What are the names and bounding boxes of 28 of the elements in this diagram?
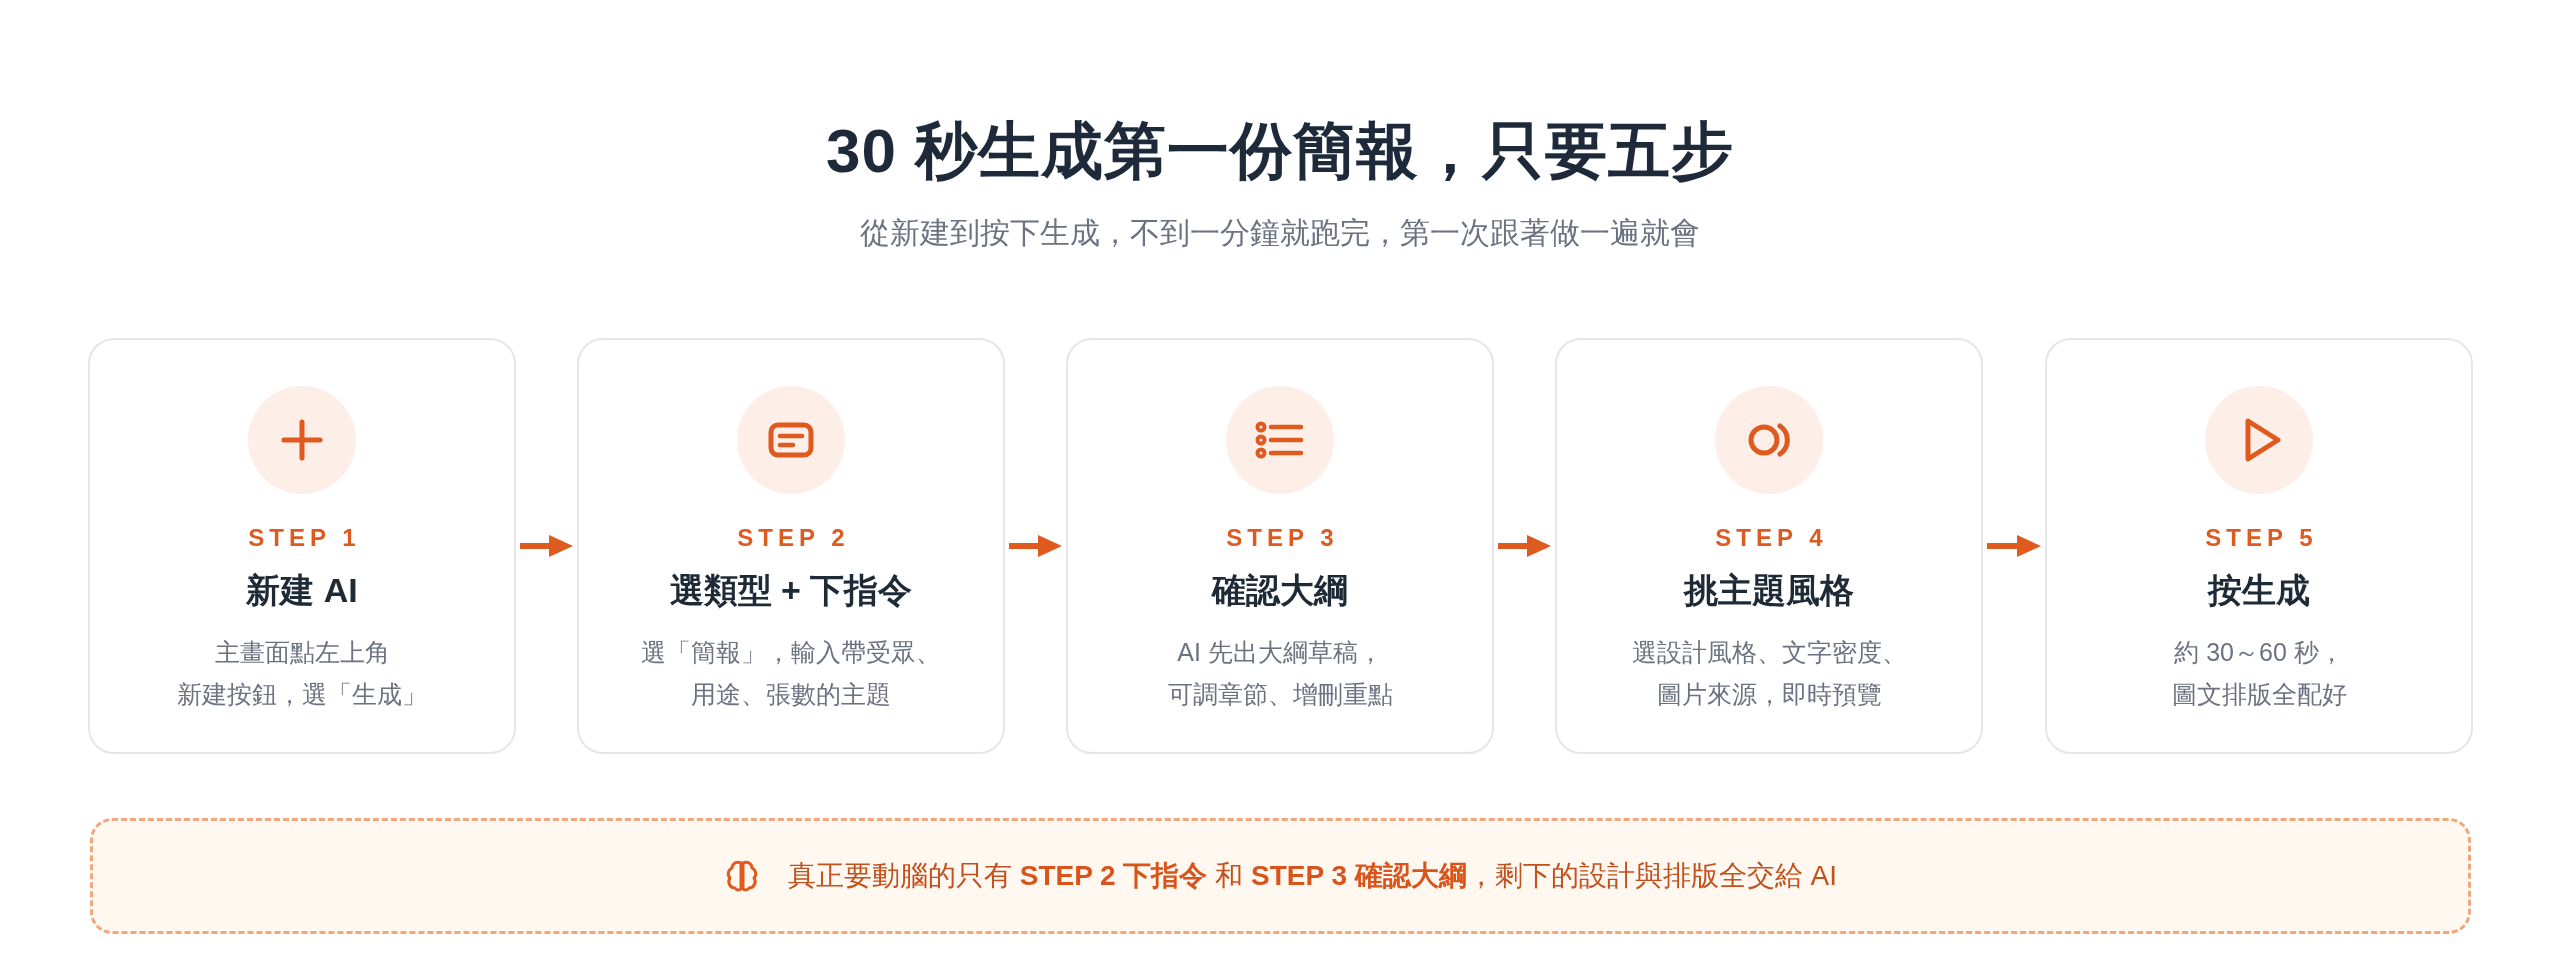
step-description: 主畫面點左上角新建按鈕，選「生成」 [177,637,427,710]
arrow [1009,535,1062,557]
step-description: 選「簡報」，輸入帶受眾、用途、張數的主題 [641,637,941,710]
step-description: AI 先出大綱草稿，可調章節、增刪重點 [1167,637,1393,710]
arrow [1498,535,1551,557]
step-card [1555,338,1983,754]
step-card [2045,338,2473,754]
page-title: 30 秒生成第一份簡報，只要五步 [825,115,1735,187]
step-label: STEP 4 [1714,523,1828,553]
step-card [1066,338,1494,754]
step-label: STEP 3 [1225,523,1339,553]
step-label: STEP 5 [2204,523,2318,553]
arrow [1987,535,2041,557]
step-title: 按生成 [2208,570,2310,611]
step-label: STEP 1 [247,523,361,553]
step-description: 約 30～60 秒，圖文排版全配好 [2171,637,2347,710]
note-banner [90,818,2471,934]
subtitle: 從新建到按下生成，不到一分鐘就跑完，第一次跟著做一遍就會 [860,215,1700,251]
step-title: 新建 AI [246,570,358,611]
step-description: 選設計風格、文字密度、圖片來源，即時預覽 [1631,637,1907,710]
step-label: STEP 2 [736,523,850,553]
arrow [520,535,573,557]
step-card [88,338,516,754]
note-text: 真正要動腦的只有 STEP 2 下指令 和 STEP 3 確認大綱，剩下的設計與排版全交給 AI [787,859,1838,893]
step-title: 選類型 + 下指令 [669,570,913,611]
step-title: 確認大綱 [1212,570,1348,611]
step-title: 挑主題風格 [1684,570,1854,611]
step-card [577,338,1005,754]
